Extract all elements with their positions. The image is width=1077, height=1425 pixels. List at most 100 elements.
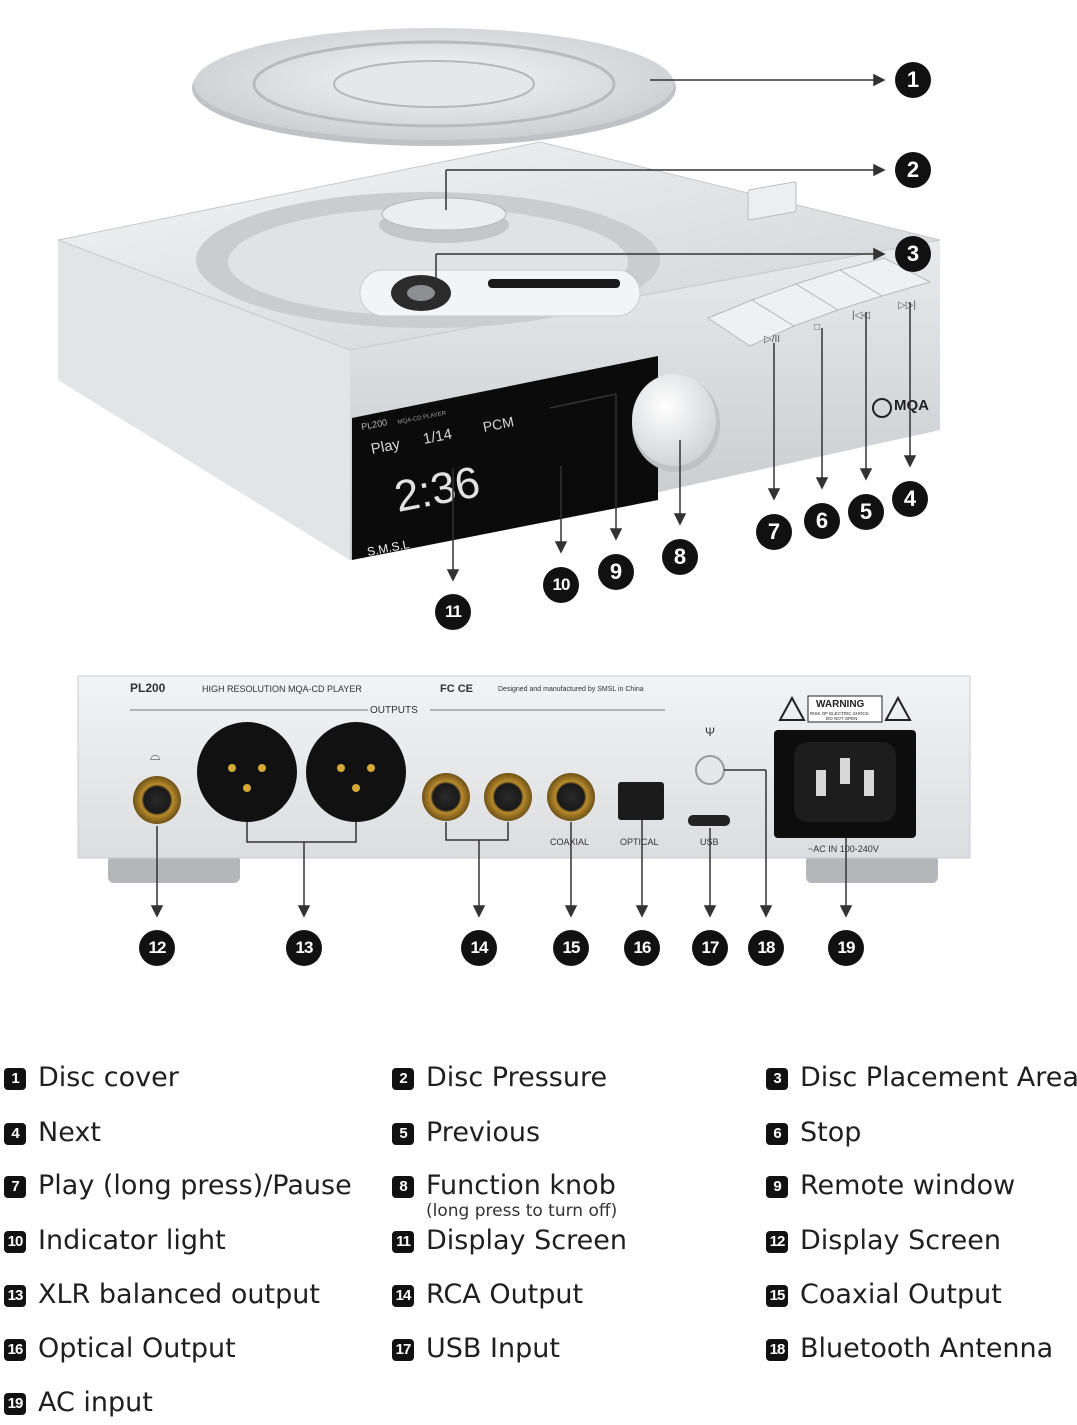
callout-10: 10 — [543, 567, 579, 603]
legend-item: 19 AC input — [4, 1387, 153, 1419]
legend-item: 10 Indicator light — [4, 1225, 226, 1257]
legend-badge: 2 — [392, 1068, 414, 1090]
svg-text:▷/II: ▷/II — [764, 334, 780, 345]
legend-label: Disc Placement Area — [800, 1062, 1077, 1093]
legend-label: Next — [38, 1117, 101, 1148]
legend-badge: 16 — [4, 1339, 26, 1361]
front-unit: ▷/II □ |◁◁ ▷▷| PL200 MQA-CD PLAYER Play … — [56, 141, 941, 560]
legend-label: Coaxial Output — [800, 1279, 1002, 1310]
legend-badge: 9 — [766, 1176, 788, 1198]
legend-badge: 8 — [392, 1176, 414, 1198]
display-format: PCM — [482, 413, 516, 435]
legend-badge: 11 — [392, 1231, 414, 1253]
legend-badge: 3 — [766, 1068, 788, 1090]
legend-item: 3 Disc Placement Area — [766, 1062, 1077, 1094]
legend-item: 5 Previous — [392, 1117, 540, 1149]
callout-9: 9 — [598, 554, 634, 590]
legend-label: XLR balanced output — [38, 1279, 320, 1310]
callout-17: 17 — [692, 930, 728, 966]
legend-label: Optical Output — [38, 1333, 236, 1364]
legend-item: 11 Display Screen — [392, 1225, 627, 1257]
legend-label: Disc cover — [38, 1062, 179, 1093]
legend-label: Stop — [800, 1117, 862, 1148]
callout-18: 18 — [748, 930, 784, 966]
svg-text:|◁◁: |◁◁ — [852, 310, 870, 321]
legend-badge: 18 — [766, 1339, 788, 1361]
legend-sublabel: (long press to turn off) — [426, 1201, 618, 1221]
legend-badge: 13 — [4, 1285, 26, 1307]
mqa-badge: MQA — [894, 397, 929, 414]
svg-text:▷▷|: ▷▷| — [898, 300, 916, 311]
legend-badge: 5 — [392, 1123, 414, 1145]
callout-8: 8 — [662, 539, 698, 575]
optical-label: OPTICAL — [620, 837, 659, 847]
legend-label: RCA Output — [426, 1279, 584, 1310]
legend-label: Disc Pressure — [426, 1062, 608, 1093]
legend-item: 15 Coaxial Output — [766, 1279, 1002, 1311]
legend-badge: 15 — [766, 1285, 788, 1307]
legend-label: Indicator light — [38, 1225, 226, 1256]
rear-maker: Designed and manufactured by SMSL in Chi… — [498, 686, 644, 693]
legend-badge: 6 — [766, 1123, 788, 1145]
diagram-illustration: ▷/II □ |◁◁ ▷▷| PL200 MQA-CD PLAYER Play … — [56, 28, 971, 918]
legend-item: 6 Stop — [766, 1117, 861, 1149]
legend-badge: 10 — [4, 1231, 26, 1253]
disc-cover — [192, 28, 676, 146]
legend-label: USB Input — [426, 1333, 560, 1364]
legend-label: Display Screen — [800, 1225, 1001, 1256]
callout-19: 19 — [828, 930, 864, 966]
outputs-label: OUTPUTS — [370, 705, 418, 716]
warning-line2: DO NOT OPEN — [826, 716, 857, 721]
legend-label: Display Screen — [426, 1225, 627, 1256]
legend-badge: 12 — [766, 1231, 788, 1253]
display-track: 1/14 — [422, 426, 454, 448]
legend-badge: 17 — [392, 1339, 414, 1361]
svg-text:⌓: ⌓ — [150, 748, 160, 763]
ac-label: ~AC IN 100-240V — [808, 844, 879, 854]
callout-7: 7 — [756, 514, 792, 550]
callout-3: 3 — [895, 236, 931, 272]
svg-text:Ψ: Ψ — [705, 725, 715, 739]
legend-item: 17 USB Input — [392, 1333, 560, 1365]
rear-panel: PL200 HIGH RESOLUTION MQA-CD PLAYER FC C… — [77, 675, 971, 883]
legend-item: 14 RCA Output — [392, 1279, 583, 1311]
callout-1: 1 — [895, 62, 931, 98]
legend-badge: 7 — [4, 1176, 26, 1198]
legend-badge: 19 — [4, 1393, 26, 1415]
warning-line1: RISK OF ELECTRIC SHOCK — [810, 711, 869, 716]
legend-item: 1 Disc cover — [4, 1062, 179, 1094]
rear-title: HIGH RESOLUTION MQA-CD PLAYER — [202, 684, 362, 694]
legend-item: 4 Next — [4, 1117, 101, 1149]
legend-item: 16 Optical Output — [4, 1333, 236, 1365]
display-mode: Play — [370, 436, 402, 458]
front-model-logo: PL200 — [360, 417, 387, 432]
legend-item: 7 Play (long press)/Pause — [4, 1170, 352, 1202]
legend-label: Remote window — [800, 1170, 1016, 1201]
coaxial-label: COAXIAL — [550, 837, 589, 847]
callout-2: 2 — [895, 152, 931, 188]
legend-label: Previous — [426, 1117, 541, 1148]
legend-label: Bluetooth Antenna — [800, 1333, 1054, 1364]
legend-label: Play (long press)/Pause — [38, 1170, 352, 1201]
legend-label: AC input — [38, 1387, 153, 1418]
legend-label: Function knob — [426, 1170, 616, 1201]
legend-item: 18 Bluetooth Antenna — [766, 1333, 1053, 1365]
callout-11: 11 — [435, 594, 471, 630]
legend-item: 12 Display Screen — [766, 1225, 1001, 1257]
callout-12: 12 — [139, 930, 175, 966]
warning-title: WARNING — [816, 699, 865, 710]
legend-item: 2 Disc Pressure — [392, 1062, 607, 1094]
callout-6: 6 — [804, 503, 840, 539]
legend-item: 13 XLR balanced output — [4, 1279, 320, 1311]
callout-4: 4 — [892, 481, 928, 517]
legend-item: 9 Remote window — [766, 1170, 1015, 1202]
svg-text:□: □ — [814, 322, 820, 333]
legend-badge: 4 — [4, 1123, 26, 1145]
rear-model-logo: PL200 — [130, 681, 166, 695]
callout-13: 13 — [286, 930, 322, 966]
legend-badge: 14 — [392, 1285, 414, 1307]
legend-badge: 1 — [4, 1068, 26, 1090]
legend-item: 8 Function knob (long press to turn off) — [392, 1170, 617, 1220]
leader-lines — [150, 73, 917, 918]
callout-16: 16 — [624, 930, 660, 966]
